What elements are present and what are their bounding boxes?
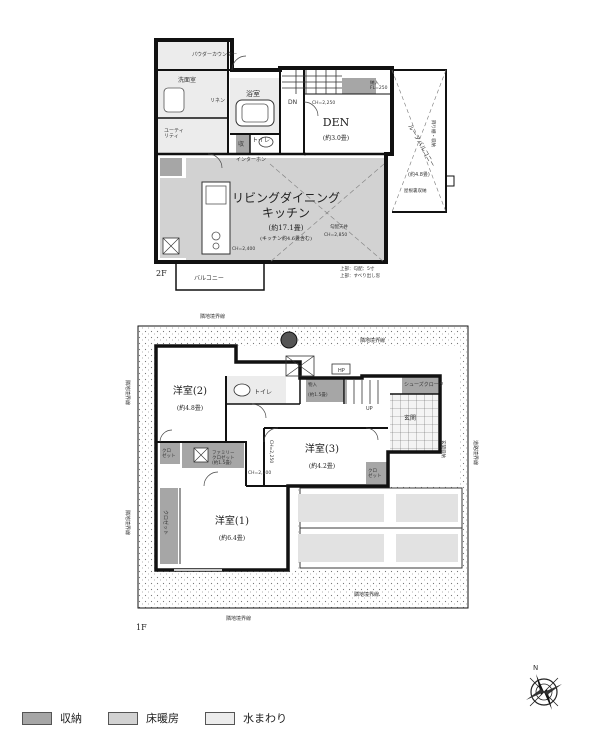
shoe-size-label: (約1.5畳) bbox=[308, 391, 328, 398]
powder-counter-label: パウダーカウンター bbox=[192, 51, 237, 58]
up-label: UP bbox=[366, 406, 373, 412]
bath-label: 浴室 bbox=[246, 89, 260, 98]
hp-label: HP bbox=[338, 368, 345, 374]
boundary-top-left: 隣地境界線 bbox=[200, 313, 225, 320]
balcony-label: バルコニー bbox=[194, 275, 224, 282]
entrance-storage-label: 玄関収納 bbox=[440, 440, 447, 458]
legend-label-water: 水まわり bbox=[243, 712, 287, 725]
first-floor-label: 1F bbox=[136, 623, 147, 632]
closet-label: クロゼット bbox=[162, 510, 169, 535]
ch-1f-2-label: CH=2,250 bbox=[268, 440, 274, 463]
ch-ldk2-label: CH=2,850 bbox=[324, 232, 347, 238]
legend-label-storage: 収納 bbox=[60, 712, 82, 725]
legend: 収納 床暖房 水まわり bbox=[22, 710, 287, 726]
legend-item-floor-heating: 床暖房 bbox=[108, 710, 179, 726]
family-closet-label: ファミリークロゼット(約1.5畳) bbox=[212, 450, 235, 466]
second-floor-label: 2F bbox=[156, 269, 167, 278]
ldk-size: (約17.1畳) bbox=[268, 223, 303, 232]
kitchen-label: キッチン bbox=[262, 206, 310, 220]
washroom-label: 洗面室 bbox=[178, 76, 196, 84]
compass-icon: N bbox=[526, 664, 562, 710]
legend-label-floor-heating: 床暖房 bbox=[146, 712, 179, 725]
room3-label: 洋室(3) bbox=[305, 442, 339, 455]
loft-storage-label: 屋根裏収納 bbox=[404, 187, 427, 194]
storage-small-label: 収 bbox=[238, 141, 244, 148]
room1-label: 洋室(1) bbox=[215, 514, 249, 527]
ldk-sub: (キッチン約4.6畳含む) bbox=[260, 235, 312, 242]
closet-room3-label: クロゼット bbox=[368, 468, 382, 479]
den-size: (約3.0畳) bbox=[323, 134, 349, 142]
legend-swatch-floor-heating bbox=[108, 711, 138, 725]
closet-room2-label: クロゼット bbox=[162, 448, 176, 459]
intercom-label: インターホン bbox=[236, 156, 266, 163]
boundary-bottom: 隣地境界線 bbox=[226, 615, 251, 622]
first-floor-plan: 洋室(2) (約4.8畳) 洋室(1) (約6.4畳) 洋室(3) (約4.2畳… bbox=[124, 313, 479, 632]
toilet-1f-label: トイレ bbox=[254, 389, 272, 396]
legend-item-storage: 収納 bbox=[22, 710, 82, 726]
legend-item-water: 水まわり bbox=[205, 710, 287, 726]
room1-size: (約6.4畳) bbox=[219, 534, 245, 542]
bookshelf-label: 飾り棚・収納 bbox=[430, 120, 437, 147]
ch-1f-label: CH=2,300 bbox=[248, 470, 271, 476]
boundary-left-1: 隣地境界線 bbox=[124, 380, 131, 405]
ch-ldk-label: CH=2,400 bbox=[232, 246, 255, 252]
roof-note-1: 上部：勾配：5寸 bbox=[340, 265, 375, 272]
shoe-storage-label: シューズクローク bbox=[404, 381, 444, 388]
boundary-top-right: 隣地境界線 bbox=[360, 337, 385, 344]
room3-size: (約4.2畳) bbox=[309, 462, 335, 470]
legend-swatch-storage bbox=[22, 711, 52, 725]
roof-balcony-size: (約4.8畳) bbox=[408, 171, 430, 178]
room2-label: 洋室(2) bbox=[173, 384, 207, 397]
ch-den-label: CH=2,250 bbox=[312, 100, 335, 106]
legend-swatch-water bbox=[205, 711, 235, 725]
ldk-label: リビングダイニング bbox=[232, 190, 340, 205]
ac-unit-icon bbox=[280, 331, 298, 349]
entrance-label: 玄関 bbox=[404, 414, 416, 422]
room2-size: (約4.8畳) bbox=[177, 404, 203, 412]
ceiling-note: 勾配天井 bbox=[330, 223, 348, 230]
storage-room-label: 物入 bbox=[308, 381, 317, 388]
roof-note-2: 上部：すべり出し窓 bbox=[340, 272, 381, 279]
north-label: N bbox=[533, 664, 538, 672]
utility-label: ユーティリティ bbox=[164, 128, 184, 140]
den-label: DEN bbox=[323, 116, 350, 129]
toilet-2f-label: トイレ bbox=[252, 137, 270, 144]
second-floor-plan: パウダーカウンター 洗面室 浴室 ユーティリティ リネン 収 トイレ DN CH… bbox=[154, 38, 455, 291]
road-boundary-right: 道路境界線 bbox=[472, 440, 479, 465]
boundary-left-2: 隣地境界線 bbox=[124, 510, 131, 535]
dn-label: DN bbox=[288, 99, 297, 106]
linen-label: リネン bbox=[210, 98, 225, 104]
boundary-bottom-right: 隣地境界線 bbox=[354, 591, 379, 598]
